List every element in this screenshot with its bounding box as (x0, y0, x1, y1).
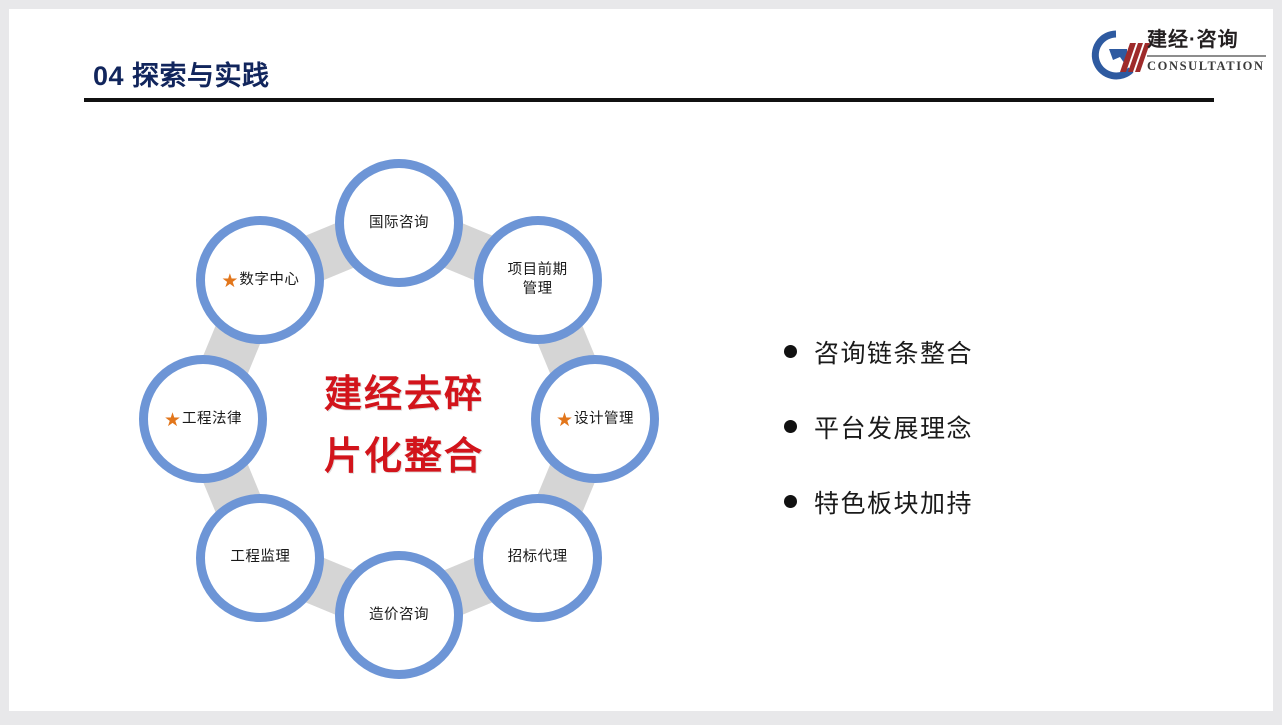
cycle-node-label: 工程监理 (230, 549, 291, 566)
bullet-text: 平台发展理念 (814, 414, 974, 443)
bullet-item: 平台发展理念 (784, 389, 1114, 464)
center-text-line-1: 建经去碎 (323, 374, 484, 416)
bullet-dot-icon (784, 495, 797, 508)
cycle-node-content: 招标代理 (508, 548, 568, 567)
cycle-node-content: 造价咨询 (369, 606, 429, 625)
cycle-node-design-management[interactable]: ★设计管理 (531, 355, 659, 483)
cycle-node-label: 工程法律 (182, 410, 243, 427)
cycle-node-international-consulting[interactable]: 国际咨询 (335, 159, 463, 287)
bullet-dot-icon (784, 345, 797, 358)
bullet-text: 咨询链条整合 (814, 339, 974, 368)
cycle-diagram: 国际咨询项目前期 管理★设计管理招标代理造价咨询工程监理★工程法律★数字中心 建… (104, 129, 704, 709)
cycle-node-content: 国际咨询 (369, 214, 429, 233)
logo-text-block: 建经·咨询 CONSULTATION (1147, 27, 1269, 75)
cycle-node-content: ★设计管理 (555, 409, 635, 431)
logo-english-name: CONSULTATION (1147, 59, 1265, 73)
bullet-dot-icon (784, 420, 797, 433)
logo-chinese-name: 建经·咨询 (1147, 29, 1239, 51)
star-icon: ★ (221, 270, 239, 292)
cycle-node-engineering-law[interactable]: ★工程法律 (139, 355, 267, 483)
center-text-line-2: 片化整合 (323, 436, 484, 478)
jianjing-logo-mark-icon (1091, 30, 1150, 80)
cycle-node-content: 项目前期 管理 (508, 261, 568, 299)
bullet-item: 特色板块加持 (784, 464, 1114, 539)
page-title: 04 探索与实践 (93, 61, 270, 91)
cycle-node-project-early-stage-management[interactable]: 项目前期 管理 (473, 216, 602, 345)
cycle-node-content: ★数字中心 (221, 270, 300, 292)
cycle-node-label: 国际咨询 (369, 214, 429, 231)
bullet-item: 咨询链条整合 (784, 314, 1114, 389)
slide-page: 04 探索与实践 建经·咨询 CONSULTATION 国际咨询项目前期 管理 ★… (9, 9, 1273, 711)
title-underline-rule (84, 98, 1214, 102)
cycle-node-label: 招标代理 (507, 549, 568, 566)
cycle-node-bidding-agency[interactable]: 招标代理 (473, 493, 602, 622)
cycle-node-label: 数字中心 (239, 271, 300, 288)
cycle-node-label: 设计管理 (574, 410, 635, 427)
cycle-node-cost-consulting[interactable]: 造价咨询 (335, 551, 463, 679)
cycle-node-label: 造价咨询 (369, 606, 429, 623)
cycle-node-label: 项目前期 管理 (507, 262, 568, 298)
bullet-list: 咨询链条整合平台发展理念特色板块加持 (784, 314, 1114, 539)
logo-divider (1147, 55, 1266, 57)
cycle-node-digital-center[interactable]: ★数字中心 (196, 216, 325, 345)
cycle-center-text: 建经去碎 片化整合 (254, 364, 554, 488)
star-icon: ★ (555, 409, 574, 431)
brand-logo: 建经·咨询 CONSULTATION (1083, 27, 1268, 83)
cycle-node-engineering-supervision[interactable]: 工程监理 (196, 493, 325, 622)
bullet-text: 特色板块加持 (814, 489, 974, 518)
cycle-node-content: ★工程法律 (163, 409, 243, 431)
cycle-node-content: 工程监理 (230, 548, 290, 567)
star-icon: ★ (163, 409, 182, 431)
